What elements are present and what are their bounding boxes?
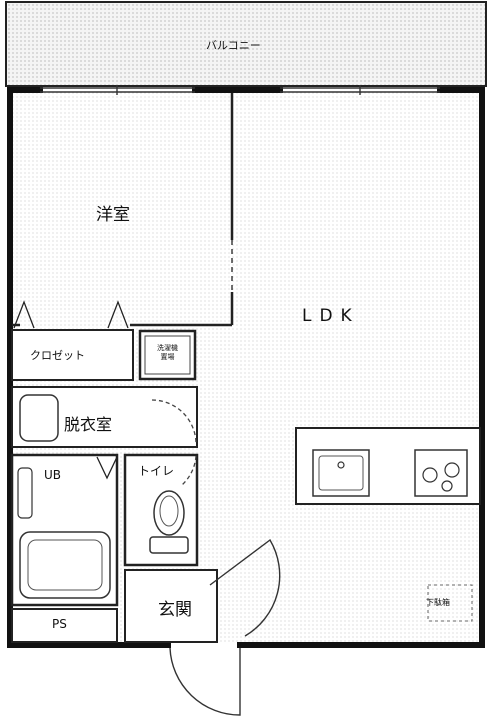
closet-label: クロゼット [30, 349, 85, 362]
washing-machine-label: 洗濯機 置場 [146, 344, 189, 362]
washing-machine-label-line1: 洗濯機 [157, 344, 178, 352]
front-door-swing [169, 647, 241, 716]
shoe-box-label: 下駄箱 [426, 598, 450, 607]
burner-icon-2 [444, 462, 460, 478]
closet-folding-doors [13, 300, 129, 329]
toilet-door-swing [181, 455, 197, 486]
toilet-bowl-icon [153, 490, 185, 536]
western-room-label: 洋室 [96, 205, 130, 225]
washing-machine-inner [144, 335, 191, 375]
toilet-tank-icon [149, 536, 189, 554]
bath-sink-icon [17, 467, 33, 519]
toilet-seat-icon [159, 495, 179, 527]
balcony-label: バルコニー [206, 39, 261, 52]
closet-box [11, 329, 134, 381]
burner-icon-1 [422, 467, 438, 483]
bathtub-icon [19, 531, 111, 599]
entrance-box [124, 569, 218, 643]
entrance-label: 玄関 [158, 600, 192, 620]
pipe-space-box [11, 608, 118, 643]
washbasin-icon [19, 394, 59, 442]
bathtub-inner [27, 539, 103, 591]
balcony-area [5, 1, 487, 87]
balcony-windows [40, 85, 440, 95]
entrance-inner-door-swing [209, 538, 281, 637]
unit-bath-label: UB [44, 468, 62, 482]
kitchen-sink-icon [312, 449, 370, 497]
ldk-label: LDK [302, 306, 360, 326]
washing-machine-label-line2: 置場 [160, 353, 175, 361]
outer-walls [7, 87, 485, 648]
western-room-walls [12, 93, 234, 327]
dressing-room-door-swing [151, 399, 197, 445]
faucet-icon [337, 461, 345, 469]
shoe-box-outline [427, 584, 473, 622]
pipe-space-label: PS [52, 617, 67, 631]
kitchen-sink-inner [318, 455, 364, 491]
unit-bath-door [96, 456, 118, 480]
dressing-room-label: 脱衣室 [64, 415, 113, 434]
burner-icon-3 [441, 480, 453, 492]
toilet-label: トイレ [138, 464, 175, 478]
washing-machine-box [138, 329, 197, 381]
